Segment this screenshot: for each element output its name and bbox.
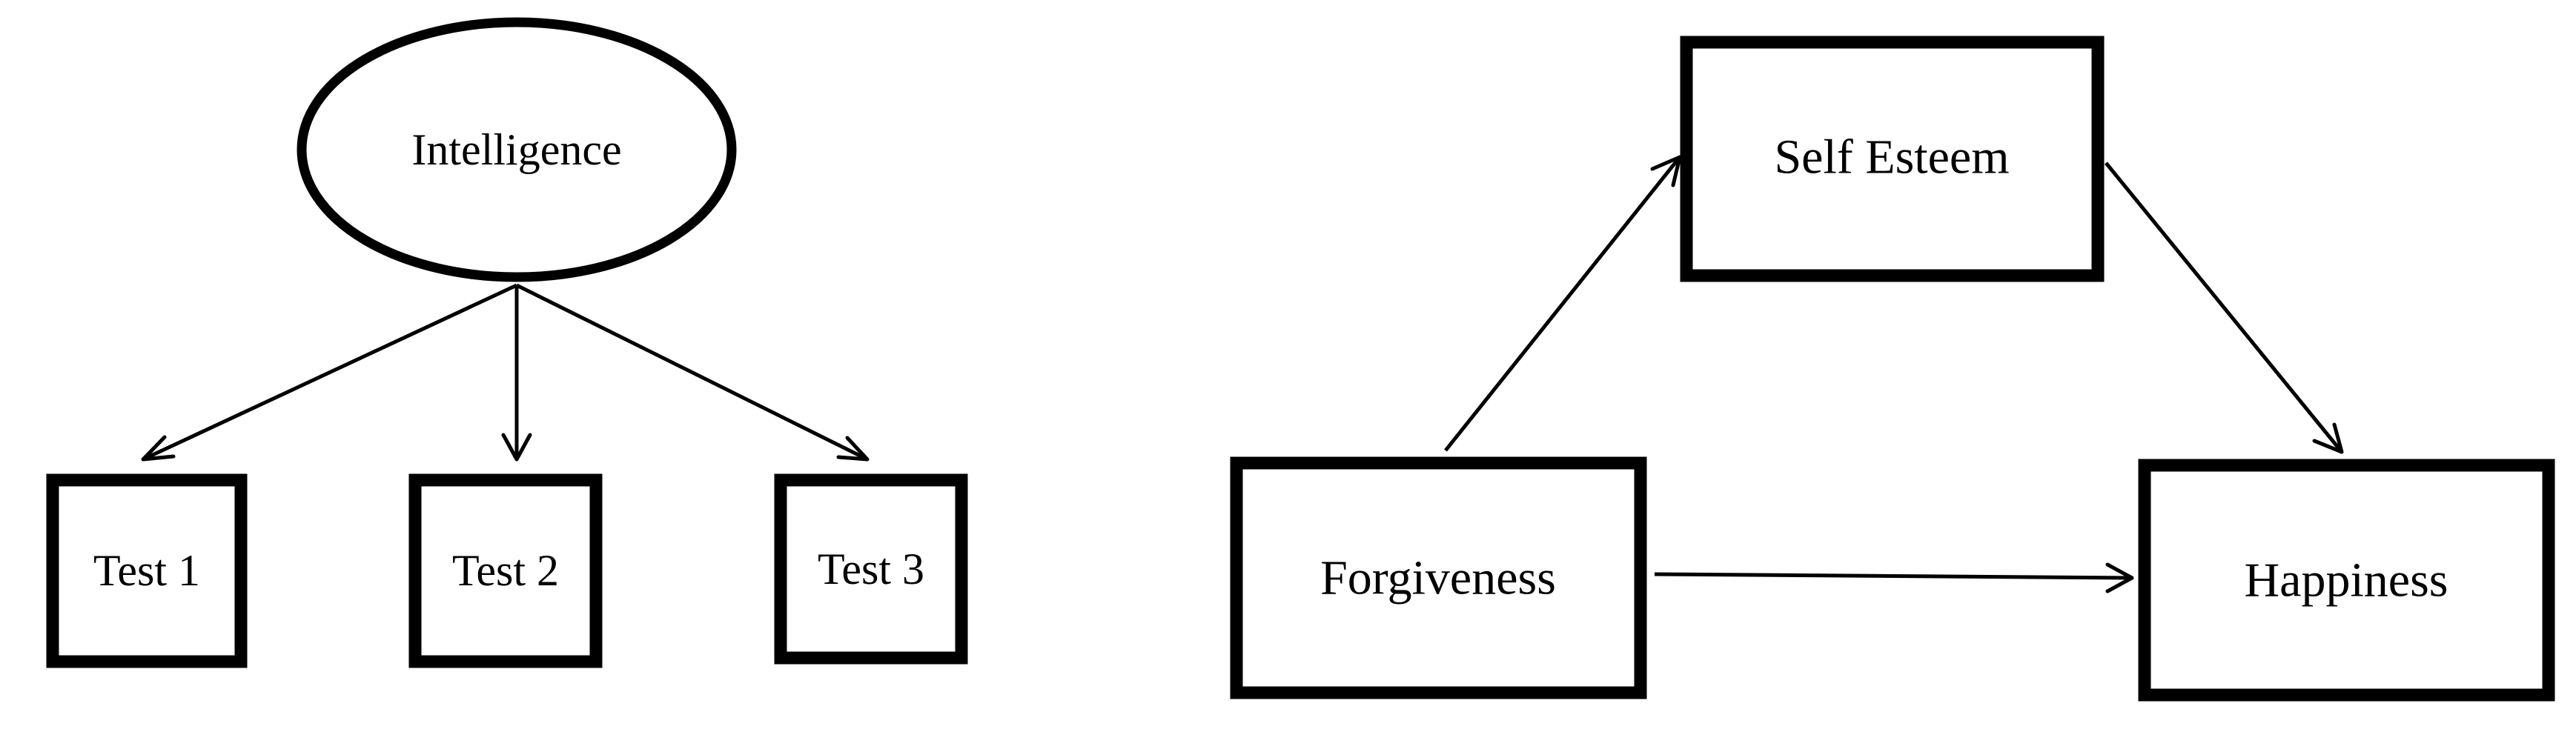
node-happiness: Happiness: [2138, 459, 2555, 702]
self-esteem-box: [1680, 36, 2105, 282]
node-self-esteem: Self Esteem: [1680, 36, 2105, 282]
intelligence-ellipse: [297, 17, 737, 282]
test-1-box: [46, 473, 248, 668]
right-diagram: Self Esteem Forgiveness Happiness: [1230, 36, 2555, 702]
happiness-box: [2138, 459, 2555, 702]
edge-forgiveness-happiness: [1654, 562, 2134, 593]
test-3-box: [774, 473, 968, 665]
node-forgiveness: Forgiveness: [1230, 456, 1647, 699]
forgiveness-box: [1230, 456, 1647, 699]
node-test-3: Test 3: [774, 473, 968, 665]
test-2-label: Test 2: [452, 546, 559, 595]
forgiveness-label: Forgiveness: [1320, 551, 1556, 605]
edge-intelligence-test-3: [515, 283, 870, 462]
edge-forgiveness-self-esteem: [1444, 155, 1682, 452]
node-test-1: Test 1: [46, 473, 248, 668]
edge-intelligence-test-2: [501, 285, 532, 462]
edge-intelligence-test-1: [141, 283, 518, 462]
node-test-2: Test 2: [408, 473, 603, 668]
test-3-label: Test 3: [818, 545, 924, 593]
test-2-box: [408, 473, 603, 668]
edge-self-esteem-happiness: [2105, 162, 2344, 454]
self-esteem-label: Self Esteem: [1774, 130, 2009, 184]
left-diagram: Intelligence Test 1 Test 2 Test 3: [46, 17, 968, 668]
test-1-label: Test 1: [93, 546, 200, 595]
happiness-label: Happiness: [2245, 553, 2448, 608]
node-intelligence: Intelligence: [297, 17, 737, 282]
intelligence-label: Intelligence: [411, 125, 621, 174]
